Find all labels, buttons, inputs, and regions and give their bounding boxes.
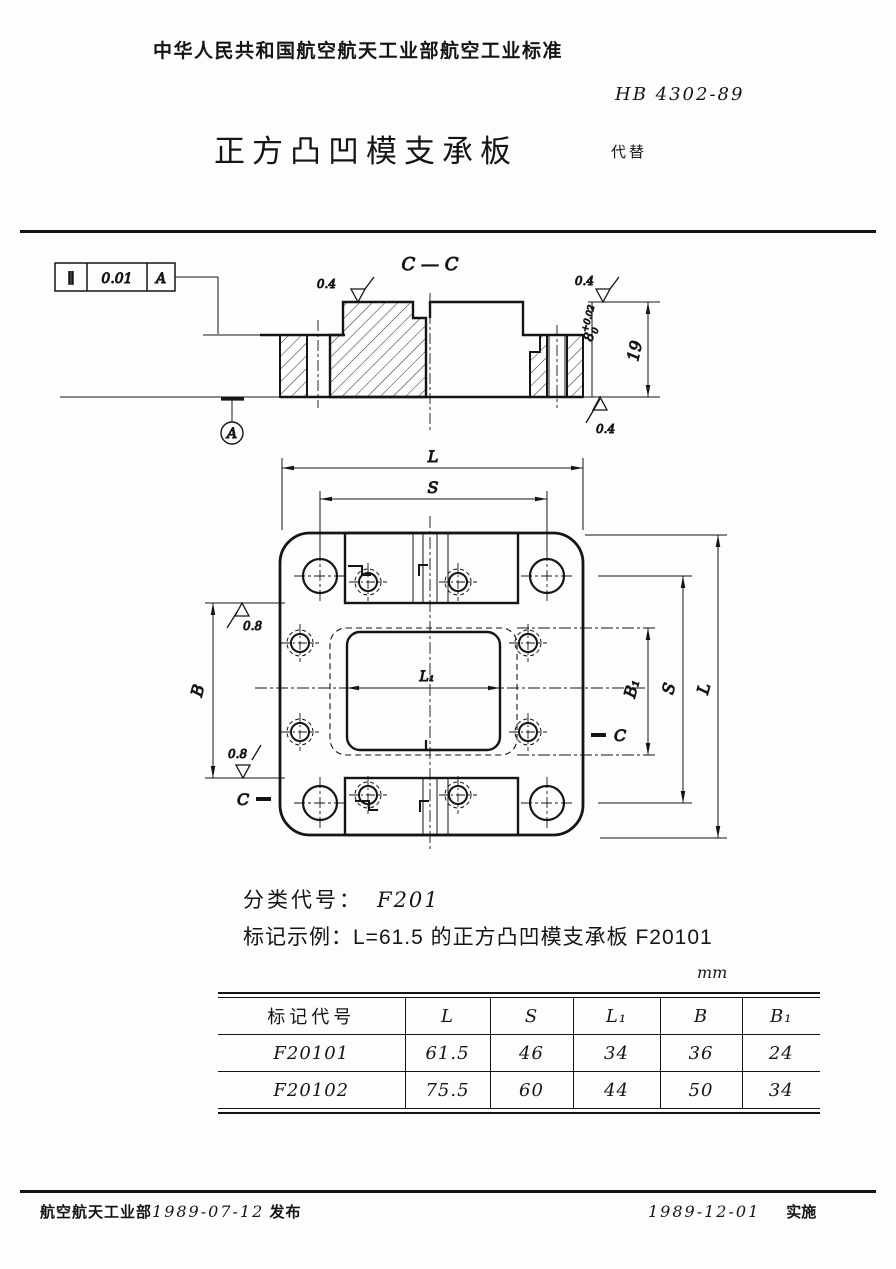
header-rule (20, 230, 876, 233)
cell-S: 46 (489, 1034, 573, 1072)
roughness-symbol-boss: 0.4 (316, 277, 375, 304)
roughness-symbol-bottom-right: 0.4 (585, 395, 616, 437)
cell-L1: 34 (572, 1034, 660, 1072)
col-header-B: B (659, 997, 742, 1035)
roughness-value: 0.4 (575, 274, 594, 288)
table-row: F20101 61.5 46 34 36 24 (218, 1034, 820, 1072)
section-view: C — C 19 (54, 254, 660, 445)
cell-code: F20101 (218, 1034, 405, 1072)
roughness-symbol-left-upper: 0.8 (226, 601, 263, 634)
col-header-code: 标记代号 (218, 997, 405, 1035)
section-mark-label: C (614, 726, 626, 745)
col-header-L1: L₁ (572, 997, 660, 1035)
dimension-L-right: L (692, 535, 721, 838)
dim-S-label: S (658, 681, 679, 697)
cell-S: 60 (489, 1071, 573, 1109)
supersedes-label: 代替 (611, 144, 648, 161)
dim-B-label: B (187, 682, 209, 699)
dim-L-label: L (693, 681, 714, 697)
technical-drawing: C — C 19 (54, 254, 727, 850)
dim-L1-label: L₁ (419, 669, 435, 685)
footer-impl-date: 1989-12-01 (648, 1202, 761, 1221)
footer-implementation-line: 1989-12-01 实施 (648, 1201, 816, 1222)
section-title: C — C (402, 254, 459, 275)
tolerance-frame: ∥ 0.01 A (54, 262, 219, 334)
classification-line: 分类代号： F201 (243, 884, 440, 914)
cell-B1: 24 (741, 1034, 820, 1072)
table-header-row: 标记代号 L S L₁ B B₁ (218, 997, 820, 1035)
unit-label: mm (697, 963, 728, 982)
cell-code: F20102 (273, 1079, 350, 1101)
footer-rule (20, 1190, 876, 1193)
dim-8-lower-tol: 0 (590, 326, 601, 334)
marking-example-label: 标记示例： (243, 926, 353, 949)
roughness-value: 0.4 (317, 277, 336, 291)
plan-view: L S L₁ B (186, 447, 727, 850)
tolerance-value: 0.01 (101, 271, 132, 287)
cell-B: 36 (659, 1034, 742, 1072)
footer-impl-action: 实施 (786, 1204, 817, 1221)
tolerance-datum: A (154, 271, 166, 287)
roughness-value: 0.4 (596, 422, 615, 436)
classification-code: F201 (377, 888, 440, 912)
datum-label: A (225, 426, 237, 442)
standard-number: HB 4302-89 (615, 84, 745, 105)
col-header-S: S (489, 997, 573, 1035)
tolerance-symbol: ∥ (67, 271, 74, 287)
dim-S-label: S (428, 478, 439, 497)
roughness-value: 0.8 (228, 747, 247, 761)
roughness-value: 0.8 (243, 619, 262, 633)
standard-name: 中华人民共和国航空航天工业部航空工业标准 (153, 41, 564, 62)
section-cut-left: C (237, 790, 271, 810)
footer-issue-line: 航空航天工业部1989-07-12 发布 (40, 1201, 301, 1222)
footer-issuer: 航空航天工业部 (40, 1204, 153, 1221)
classification-label: 分类代号： (243, 889, 363, 912)
dim-19-label: 19 (623, 339, 646, 363)
cell-L: 61.5 (404, 1034, 490, 1072)
page-title: 正方凸凹模支承板 (214, 134, 518, 169)
roughness-symbol-top-right: 0.4 (574, 274, 620, 304)
cell-B1: 34 (741, 1071, 820, 1109)
dimension-S-right: S (658, 576, 686, 803)
marking-example-line: 标记示例：L=61.5 的正方凸凹模支承板 F20101 (243, 921, 713, 951)
section-cut-right: C (591, 726, 627, 746)
marking-example-value: L=61.5 的正方凸凹模支承板 F20101 (353, 926, 713, 949)
col-header-B1: B₁ (741, 997, 820, 1035)
dimension-19: 19 (623, 302, 651, 397)
dimension-S-top: S (319, 478, 548, 552)
dimension-8: 8 +0.02 0 (580, 303, 602, 343)
dim-B1-label: B₁ (620, 677, 643, 700)
dimension-B: B (186, 602, 285, 779)
footer-issue-action: 发布 (269, 1204, 302, 1221)
datum-symbol: A (220, 397, 244, 445)
footer-issue-date: 1989-07-12 (152, 1202, 265, 1221)
dim-L-label: L (427, 447, 439, 466)
dimension-L1: L₁ (347, 669, 500, 691)
cell-L1: 44 (572, 1071, 660, 1109)
table-row: F20102 75.5 60 44 50 34 (218, 1071, 820, 1109)
dimension-table: 标记代号 L S L₁ B B₁ F20101 61.5 46 34 36 24 (218, 992, 820, 1114)
cell-L: 75.5 (404, 1071, 490, 1109)
dimension-L-top: L (281, 447, 584, 530)
col-header-L: L (404, 997, 490, 1035)
roughness-symbol-left-lower: 0.8 (228, 744, 262, 780)
section-mark-label: C (237, 790, 249, 809)
cell-B: 50 (659, 1071, 742, 1109)
